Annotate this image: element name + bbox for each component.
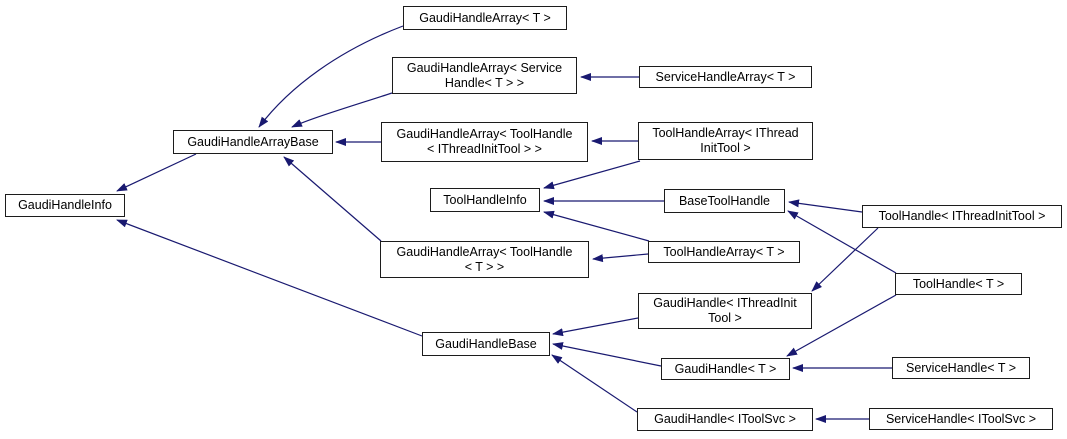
class-node-service-handle-t[interactable]: ServiceHandle< T > [892, 357, 1030, 379]
inheritance-edge-tool-handle-t-to-base-tool-handle [787, 210, 897, 274]
class-node-gaudi-handle-t[interactable]: GaudiHandle< T > [661, 358, 790, 380]
inheritance-edge-tool-handle-ithreadinittool-to-gaudi-handle-ithreadinittool [811, 227, 879, 292]
inheritance-edge-gaudi-handle-ithreadinittool-to-gaudi-handle-base [552, 317, 639, 337]
class-node-tool-handle-info[interactable]: ToolHandleInfo [430, 188, 540, 212]
class-node-base-tool-handle[interactable]: BaseToolHandle [664, 189, 785, 213]
inheritance-edge-gaudi-handle-base-to-gaudi-handle-info [116, 219, 423, 337]
inheritance-edge-gaudi-handle-t-to-gaudi-handle-base [552, 342, 662, 367]
class-node-gaudi-handle-array-t[interactable]: GaudiHandleArray< T > [403, 6, 567, 30]
inheritance-edge-tool-handle-ithreadinittool-to-base-tool-handle [788, 199, 863, 213]
class-node-tool-handle-array-ithreadinittool[interactable]: ToolHandleArray< IThread InitTool > [638, 122, 813, 160]
class-node-gaudi-handle-array-service-handle-t[interactable]: GaudiHandleArray< Service Handle< T > > [392, 57, 577, 94]
class-node-tool-handle-array-t[interactable]: ToolHandleArray< T > [648, 241, 800, 263]
inheritance-edge-tool-handle-array-t-to-gaudi-handle-array-tool-handle-t [592, 253, 649, 263]
class-node-gaudi-handle-array-tool-handle-t[interactable]: GaudiHandleArray< ToolHandle < T > > [380, 241, 589, 278]
class-node-gaudi-handle-ithreadinittool[interactable]: GaudiHandle< IThreadInit Tool > [638, 293, 812, 329]
inheritance-edge-tool-handle-array-t-to-tool-handle-info [543, 210, 650, 242]
inheritance-edge-gaudi-handle-array-base-to-gaudi-handle-info [116, 153, 197, 192]
class-node-service-handle-itoolsvc[interactable]: ServiceHandle< IToolSvc > [869, 408, 1053, 430]
class-node-gaudi-handle-array-tool-handle-ithreadinittool[interactable]: GaudiHandleArray< ToolHandle < IThreadIn… [381, 122, 588, 162]
inheritance-edge-gaudi-handle-array-tool-handle-t-to-gaudi-handle-array-base [283, 156, 382, 242]
class-node-service-handle-array-t[interactable]: ServiceHandleArray< T > [639, 66, 812, 88]
inheritance-edge-gaudi-handle-array-t-to-gaudi-handle-array-base [258, 25, 404, 128]
inheritance-edge-gaudi-handle-itoolsvc-to-gaudi-handle-base [551, 354, 638, 413]
class-node-tool-handle-ithreadinittool[interactable]: ToolHandle< IThreadInitTool > [862, 205, 1062, 228]
class-node-tool-handle-t[interactable]: ToolHandle< T > [895, 273, 1022, 295]
class-node-gaudi-handle-itoolsvc[interactable]: GaudiHandle< IToolSvc > [637, 408, 813, 431]
class-node-gaudi-handle-base[interactable]: GaudiHandleBase [422, 332, 550, 356]
inheritance-edge-gaudi-handle-array-service-handle-t-to-gaudi-handle-array-base [291, 92, 393, 128]
class-node-gaudi-handle-array-base[interactable]: GaudiHandleArrayBase [173, 130, 333, 154]
inheritance-edge-tool-handle-array-ithreadinittool-to-tool-handle-info [543, 160, 641, 190]
class-node-gaudi-handle-info[interactable]: GaudiHandleInfo [5, 194, 125, 217]
inheritance-edge-tool-handle-t-to-gaudi-handle-t [786, 294, 897, 357]
